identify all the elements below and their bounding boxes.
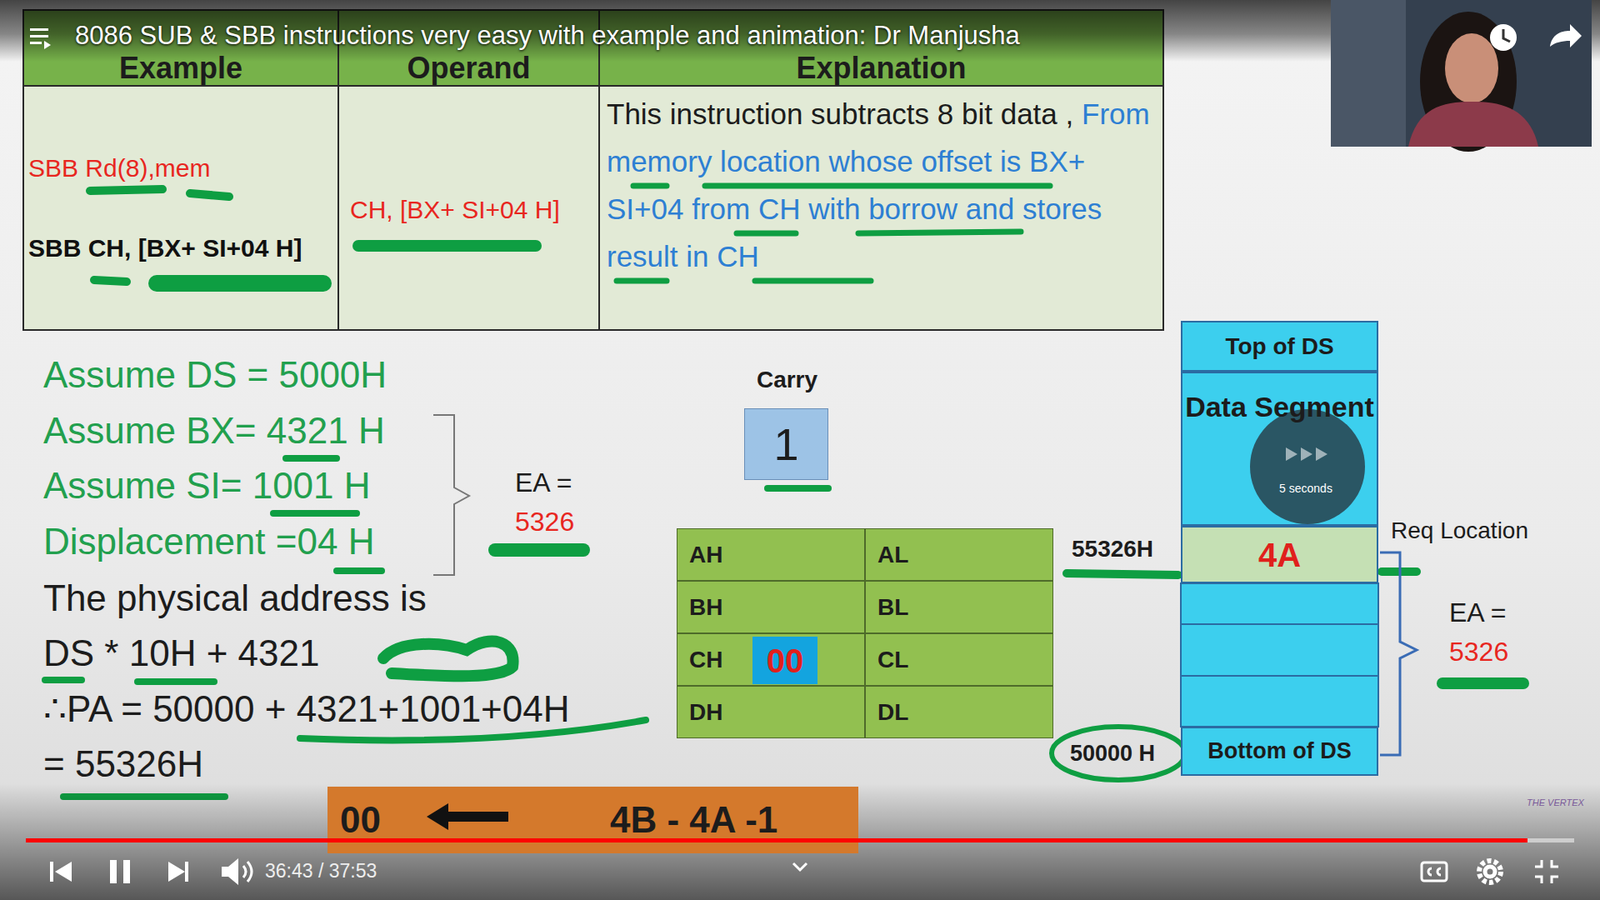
controls-shade bbox=[0, 783, 1600, 900]
share-icon bbox=[1550, 24, 1582, 48]
cell-text: CH bbox=[689, 645, 723, 675]
cell-text: BL bbox=[877, 593, 909, 622]
arrow-symbol bbox=[426, 801, 510, 832]
skip-overlay bbox=[1250, 409, 1365, 525]
webcam bbox=[1330, 0, 1592, 152]
slide-text: EA = bbox=[1449, 596, 1507, 629]
result-bar: 00 4B - 4A -1 bbox=[327, 786, 859, 854]
cell-text: AH bbox=[689, 540, 723, 570]
cell-text: DH bbox=[689, 698, 723, 727]
skip-arrows bbox=[1282, 445, 1333, 463]
slide-text: Req Location bbox=[1390, 516, 1529, 545]
carry-flag-box: Carry1 bbox=[744, 408, 829, 480]
table-cell: SBB Rd(8),mem bbox=[28, 153, 210, 184]
table-header: Operand bbox=[338, 50, 600, 86]
brace bbox=[1380, 552, 1417, 755]
progress-bar bbox=[25, 838, 1528, 843]
register-cell: BL bbox=[865, 580, 1054, 634]
slide-text: = 55326H bbox=[43, 742, 204, 787]
time-display: 36:43 / 37:53 bbox=[265, 860, 377, 884]
cell-text: CL bbox=[877, 645, 909, 675]
slide-text: 5326 bbox=[1449, 635, 1509, 668]
memory-cell: Bottom of DS bbox=[1180, 726, 1379, 776]
flag-name: Carry bbox=[720, 365, 855, 395]
cell-text: 1 bbox=[773, 417, 799, 472]
table-header: Example bbox=[23, 50, 339, 86]
slide-text: Assume DS = 5000H bbox=[43, 353, 387, 398]
control-icons bbox=[243, 860, 1559, 884]
table-header bbox=[23, 10, 1164, 86]
table-header: Explanation bbox=[599, 50, 1164, 86]
register-cell: BH bbox=[676, 580, 865, 634]
table-rule bbox=[23, 85, 1164, 87]
register-cell: DL bbox=[865, 685, 1054, 739]
cell-text: 00 bbox=[766, 640, 805, 681]
register-cell: DH bbox=[676, 685, 865, 739]
table-body bbox=[23, 85, 1164, 330]
cell-text: Bottom of DS bbox=[1207, 737, 1351, 765]
register-cell: CL bbox=[865, 633, 1054, 686]
clock-icon bbox=[1490, 24, 1517, 51]
cell-text: Top of DS bbox=[1225, 332, 1334, 361]
cell-text: Data Segment bbox=[1185, 390, 1375, 425]
cell-text: 4A bbox=[1258, 535, 1301, 575]
menu-icon bbox=[30, 28, 51, 50]
control-icons bbox=[50, 858, 239, 885]
cell-text: 00 bbox=[340, 798, 381, 843]
slide-text: DS * 10H + 4321 bbox=[43, 631, 320, 676]
slide-text: 50000 H bbox=[1070, 740, 1155, 767]
slide-text: 55326H bbox=[1071, 535, 1154, 564]
slide-text: Assume SI= 1001 H bbox=[43, 464, 371, 509]
register-cell: AL bbox=[865, 528, 1054, 581]
register-cell: CH 00 bbox=[676, 633, 865, 686]
memory-cells bbox=[1180, 583, 1379, 727]
slide-text: The physical address is bbox=[43, 576, 427, 621]
slide-text: EA = bbox=[515, 466, 573, 499]
video-title: 8086 SUB & SBB instructions very easy wi… bbox=[75, 20, 1020, 51]
cell-text: BH bbox=[689, 593, 723, 622]
cell-text: 4B - 4A -1 bbox=[610, 798, 778, 843]
slide-text: 5326 bbox=[515, 505, 575, 538]
memory-cell: Data Segment bbox=[1180, 371, 1379, 526]
register-cell: 00 bbox=[752, 636, 818, 685]
cell-text: DL bbox=[877, 698, 909, 727]
brace bbox=[433, 415, 470, 575]
explanation-text: This instruction subtracts 8 bit data , … bbox=[606, 90, 1154, 280]
register-cell: AH bbox=[676, 528, 865, 581]
progress-rest bbox=[1527, 838, 1575, 843]
table-cell: SBB CH, [BX+ SI+04 H] bbox=[28, 233, 302, 264]
explanation-text: This instruction subtracts 8 bit data , bbox=[606, 97, 1074, 130]
slide-text: Assume BX= 4321 H bbox=[43, 409, 385, 454]
slide-text: Displacement =04 H bbox=[43, 520, 375, 565]
table-cell: CH, [BX+ SI+04 H] bbox=[350, 195, 560, 225]
watermark: THE VERTEX bbox=[1526, 797, 1585, 809]
cell-text: AL bbox=[877, 540, 909, 570]
memory-cell: Top of DS bbox=[1180, 320, 1379, 372]
slide-text: 5 seconds bbox=[1264, 481, 1348, 496]
memory-cell: 4A bbox=[1180, 525, 1379, 584]
slide-text: ∴PA = 50000 + 4321+1001+04H bbox=[43, 687, 570, 732]
